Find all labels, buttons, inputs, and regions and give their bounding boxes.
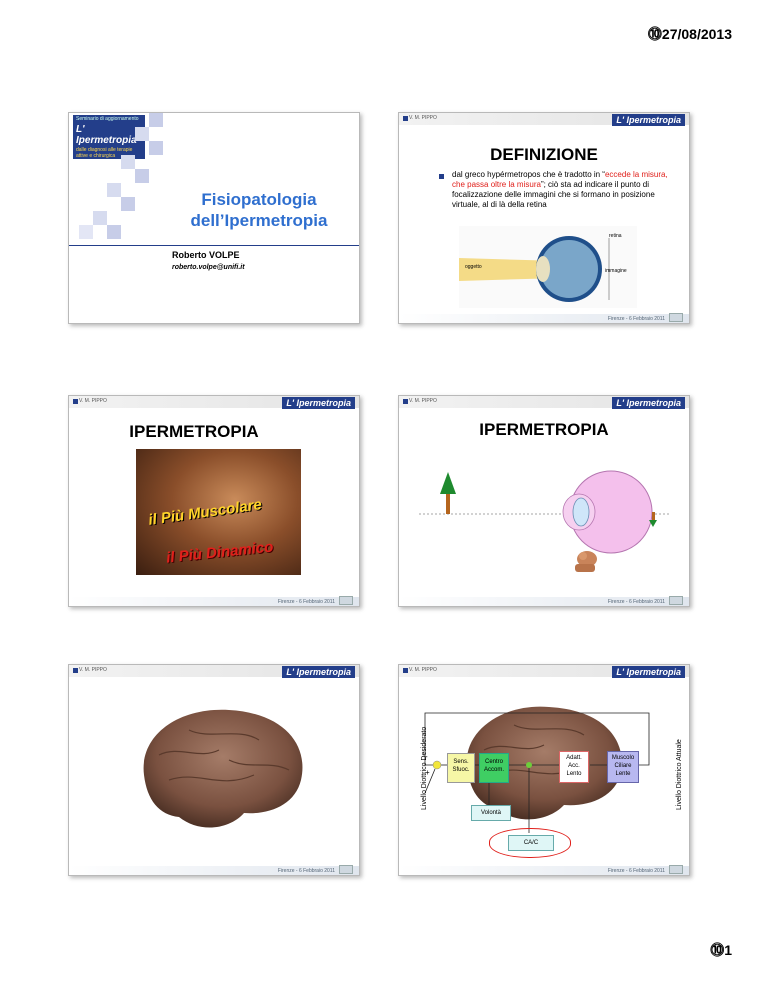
bicep-icon [575,551,597,572]
slide-1: Seminario di aggiornamento L' Ipermetrop… [68,112,360,324]
photo-caption-1: il Più Muscolare [147,496,263,529]
object-stem [446,492,450,514]
title-line-1: Fisiopatologia [201,190,317,209]
page-box [339,865,353,874]
page-box [669,313,683,322]
box-adatt-acc-lento: Adatt. Acc. Lento [559,751,589,783]
tagline: V. M. PIPPO [409,115,437,121]
author-line [69,245,359,246]
box-volonta: Volontà [471,805,511,821]
tagline: V. M. PIPPO [79,667,107,673]
logo-square [73,399,78,404]
box-centro-accom: Centro Accom. [479,753,509,783]
page-number: ⓾1 [710,942,732,958]
logo-square [403,668,408,673]
image-stem [652,512,655,521]
page-box [339,596,353,605]
junction-node [526,762,532,768]
muscle-photo: il Più Muscolare il Più Dinamico [136,449,301,575]
label-retina: retina [609,233,622,239]
slide-2: V. M. PIPPO L' Ipermetropia DEFINIZIONE … [398,112,690,324]
plus-sign: + [425,768,430,777]
footer-text: Firenze - 6 Febbraio 2011 [607,868,665,874]
slide-title: Fisiopatologia dell’Ipermetropia [169,189,349,231]
slide-title: IPERMETROPIA [129,422,259,441]
bottom-bar [69,866,359,875]
slide-5: V. M. PIPPO L' Ipermetropia Firenze - 6 … [68,664,360,876]
panel-top-text: Seminario di aggiornamento [76,116,139,122]
box-muscolo-ciliare-lente: Muscolo Ciliare Lente [607,751,639,783]
brand-logo: L' Ipermetropia [612,666,685,678]
tagline: V. M. PIPPO [409,667,437,673]
red-quote: eccede la misura, che passa oltre la mis… [452,170,668,189]
cac-highlight: CA/C [489,828,571,858]
logo-square [403,399,408,404]
eye-diagram: retina oggetto immagine [459,226,637,308]
box-sens-sfuoc: Sens. Sfuoc. [447,753,475,783]
light-beam [459,258,561,281]
image-arrow [649,520,657,527]
tagline: V. M. PIPPO [79,398,107,404]
minus-sign: - [425,752,428,761]
footer-text: Firenze - 6 Febbraio 2011 [277,868,335,874]
bottom-bar [69,597,359,606]
object-arrow [440,472,456,494]
brand-logo: L' Ipermetropia [612,114,685,126]
slide-6: V. M. PIPPO L' Ipermetropia - + Sens. [398,664,690,876]
label-attuale: Livello Diottrico Attuale [676,739,683,810]
author-email: roberto.volpe@unifi.it [172,264,245,271]
brand-logo: L' Ipermetropia [282,397,355,409]
panel-subtitle: dalle diagnosi alle terapie attive e chi… [76,147,133,159]
label-oggetto: oggetto [465,264,482,270]
footer-text: Firenze - 6 Febbraio 2011 [277,599,335,605]
box-cac: CA/C [508,835,554,851]
page-box [669,865,683,874]
bottom-bar [399,314,689,323]
logo-square [403,116,408,121]
panel-brand: L' Ipermetropia [76,124,137,146]
footer-text: Firenze - 6 Febbraio 2011 [607,599,665,605]
definition-text: dal greco hypérmetropos che è tradotto i… [452,170,668,209]
slide-title: IPERMETROPIA [479,420,609,439]
label-immagine: immagine [605,268,627,274]
title-line-2: dell’Ipermetropia [190,211,328,230]
lens [572,497,590,527]
label-desiderato: Livello Diottrico Desiderato [421,726,428,810]
author-name: Roberto VOLPE [172,250,240,260]
title-panel: Seminario di aggiornamento L' Ipermetrop… [73,115,145,159]
slide-3: V. M. PIPPO L' Ipermetropia IPERMETROPIA… [68,395,360,607]
summing-node [432,760,442,770]
slide-4: V. M. PIPPO L' Ipermetropia IPERMETROPIA… [398,395,690,607]
bottom-bar [399,866,689,875]
bottom-bar [399,597,689,606]
lens [536,256,550,282]
page-box [669,596,683,605]
feedback-diagram [424,712,650,833]
hyperopia-diagram [419,470,671,572]
brand-logo: L' Ipermetropia [612,397,685,409]
tagline: V. M. PIPPO [409,398,437,404]
header-date: ⓾27/08/2013 [647,26,732,42]
logo-square [73,668,78,673]
bullet-icon [439,174,444,179]
brain-image [143,709,303,828]
footer-text: Firenze - 6 Febbraio 2011 [607,316,665,322]
photo-caption-2: il Più Dinamico [165,538,275,567]
brand-logo: L' Ipermetropia [282,666,355,678]
slide-title: DEFINIZIONE [490,145,598,164]
